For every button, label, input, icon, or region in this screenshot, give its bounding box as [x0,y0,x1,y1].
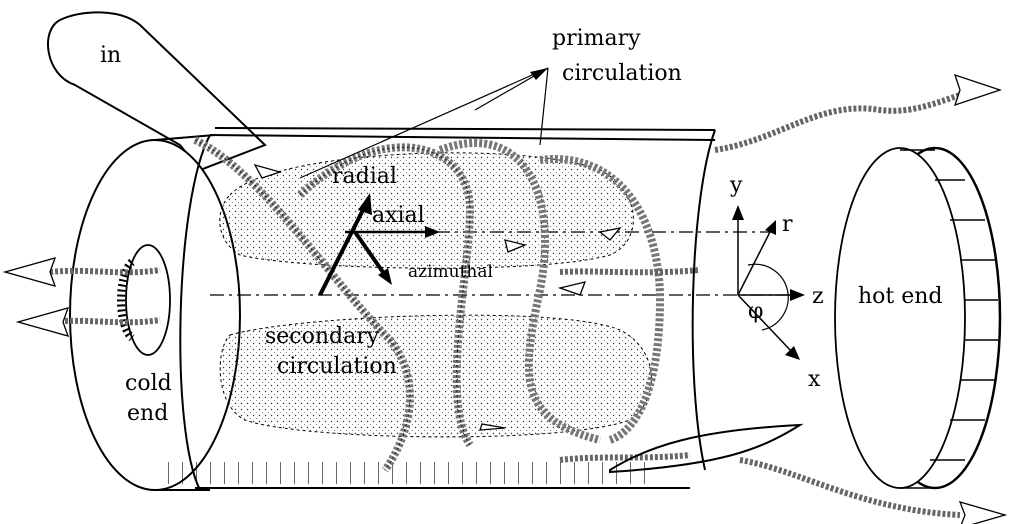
hot-end-cap [835,148,1000,488]
axial-label: axial [372,203,425,228]
cold-end-cap [70,135,240,490]
axis-r-label: r [782,212,793,237]
radial-label: radial [332,164,397,189]
primary-circulation-label-line1: primary [552,26,641,51]
secondary-circulation-label-line2: circulation [277,354,397,379]
cold-end-label-line1: cold [125,371,172,396]
axis-y-label: y [729,173,743,198]
hot-end-label: hot end [858,284,943,309]
hot-outflow-arrow-lower [960,502,1005,524]
axis-phi-label: φ [748,299,763,324]
axis-x-label: x [808,367,821,392]
primary-circulation-label-line2: circulation [562,61,682,86]
cold-end-orifice [126,245,170,355]
axis-z-label: z [812,284,824,309]
cold-outflow-arrow-upper [5,258,55,286]
azimuthal-label: azimuthal [408,262,493,282]
cold-outflow-arrow-lower [18,308,68,336]
secondary-circulation-label-line1: secondary [265,324,380,349]
inlet-label: in [100,43,121,68]
coordinate-system [732,205,805,360]
hot-outflow-arrow-upper [955,75,1000,105]
cold-end-label-line2: end [127,401,168,426]
